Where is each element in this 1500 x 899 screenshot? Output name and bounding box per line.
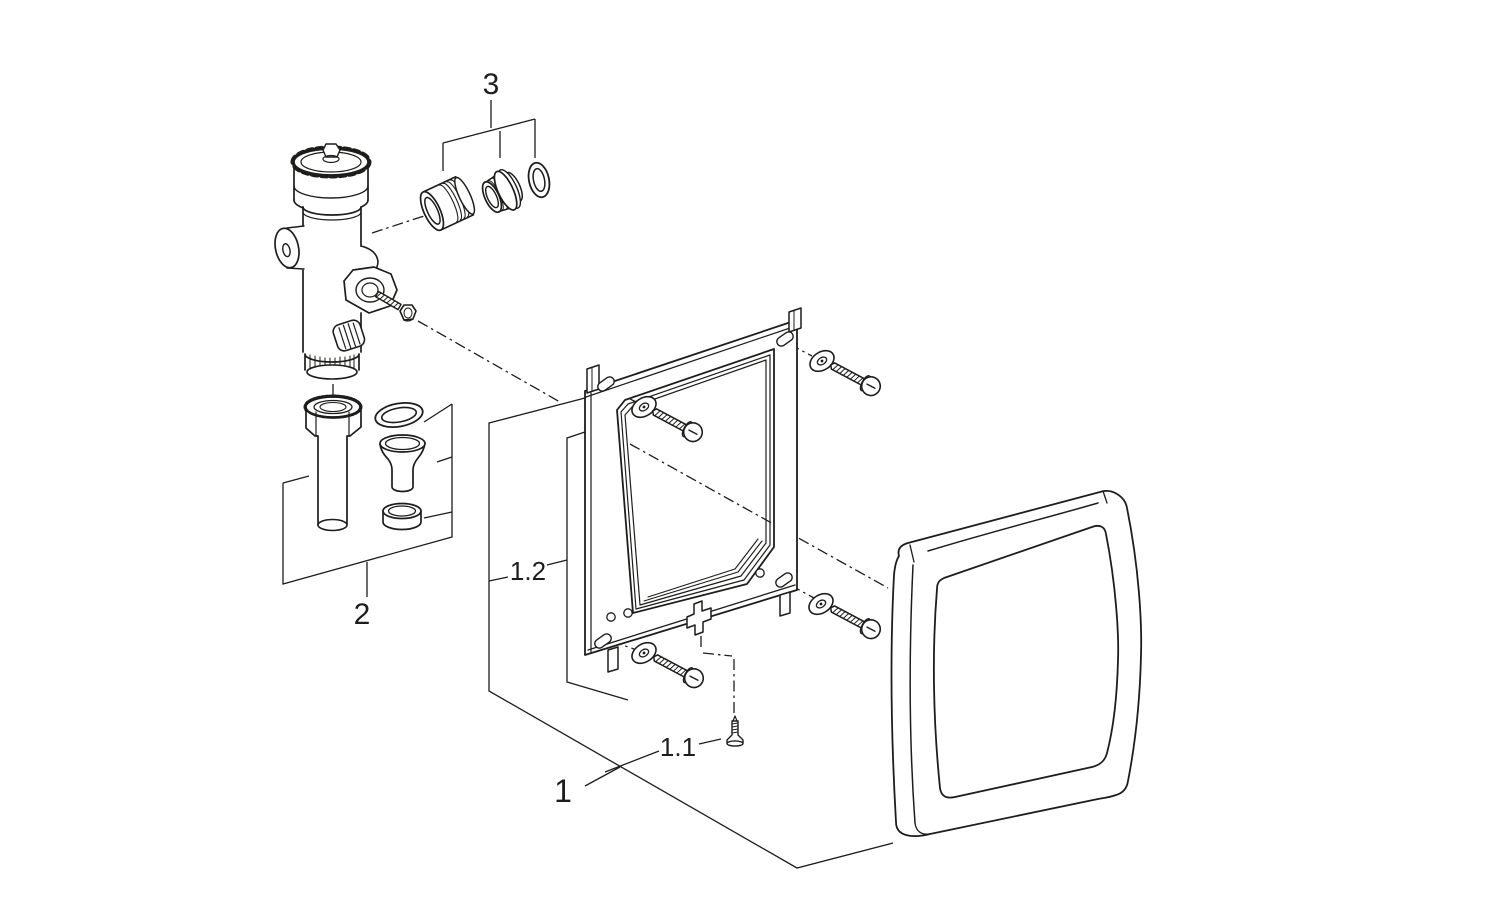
valve-outlet-thread xyxy=(304,352,360,380)
valve-side-port xyxy=(274,225,305,270)
frame-tab-bottom-left xyxy=(607,646,619,673)
mounting-screw xyxy=(647,401,707,446)
flush-pipe xyxy=(317,434,348,532)
pipe-o-ring xyxy=(374,402,424,428)
washer xyxy=(627,637,661,669)
part-label-3: 3 xyxy=(483,68,500,101)
pipe-union-nut xyxy=(303,394,363,437)
frame-hole xyxy=(623,608,633,618)
frame-slot-bottom-right xyxy=(775,572,793,588)
part-label-1-1: 1.1 xyxy=(660,732,696,762)
frame-hole xyxy=(755,568,765,578)
valve-gear-cap xyxy=(290,143,372,179)
frame-slot-top-right xyxy=(776,331,794,347)
mounting-screw xyxy=(825,598,885,643)
frame-slot-bottom-left xyxy=(594,633,612,649)
part-label-1-2: 1.2 xyxy=(510,556,546,586)
cover-plate-face xyxy=(932,524,1120,799)
bracket-group-2 xyxy=(282,403,453,597)
leader-screw-1-1 xyxy=(604,738,722,773)
frame-tab-top-right xyxy=(788,307,802,333)
cover-plate xyxy=(890,490,1143,837)
seal-ring xyxy=(382,502,422,531)
washer xyxy=(804,588,838,620)
frame-tab-bottom-right xyxy=(779,591,791,617)
washer xyxy=(805,345,839,377)
valve-spindle-fitting xyxy=(343,266,417,322)
mounting-washers-and-screws xyxy=(627,345,885,692)
valve-ribbed-pad xyxy=(332,319,366,352)
bracket-group-3 xyxy=(442,100,536,171)
mounting-screw xyxy=(825,355,885,400)
bracket-frame-1-2 xyxy=(488,427,629,701)
part-label-1: 1 xyxy=(554,773,572,809)
frame-hole xyxy=(606,612,616,622)
frame-hook xyxy=(686,600,712,636)
rubber-cone-seal xyxy=(379,434,426,493)
fixing-screw-1-1 xyxy=(726,715,744,747)
mounting-frame xyxy=(584,307,802,673)
valve-bolt-head xyxy=(399,304,417,322)
threaded-sleeve xyxy=(419,175,476,232)
union-connector xyxy=(481,168,524,214)
flush-valve-assembly xyxy=(274,143,417,380)
bracket-assembly-1 xyxy=(488,397,894,869)
flush-pipe-set-2 xyxy=(303,394,426,532)
frame-tab-top-left xyxy=(586,364,600,394)
o-ring-seal xyxy=(527,161,551,199)
mounting-screw xyxy=(648,647,708,692)
center-lines xyxy=(332,215,889,716)
part-label-2: 2 xyxy=(354,598,371,631)
connection-set-3 xyxy=(419,161,551,232)
frame-slot-top-left xyxy=(597,376,615,392)
